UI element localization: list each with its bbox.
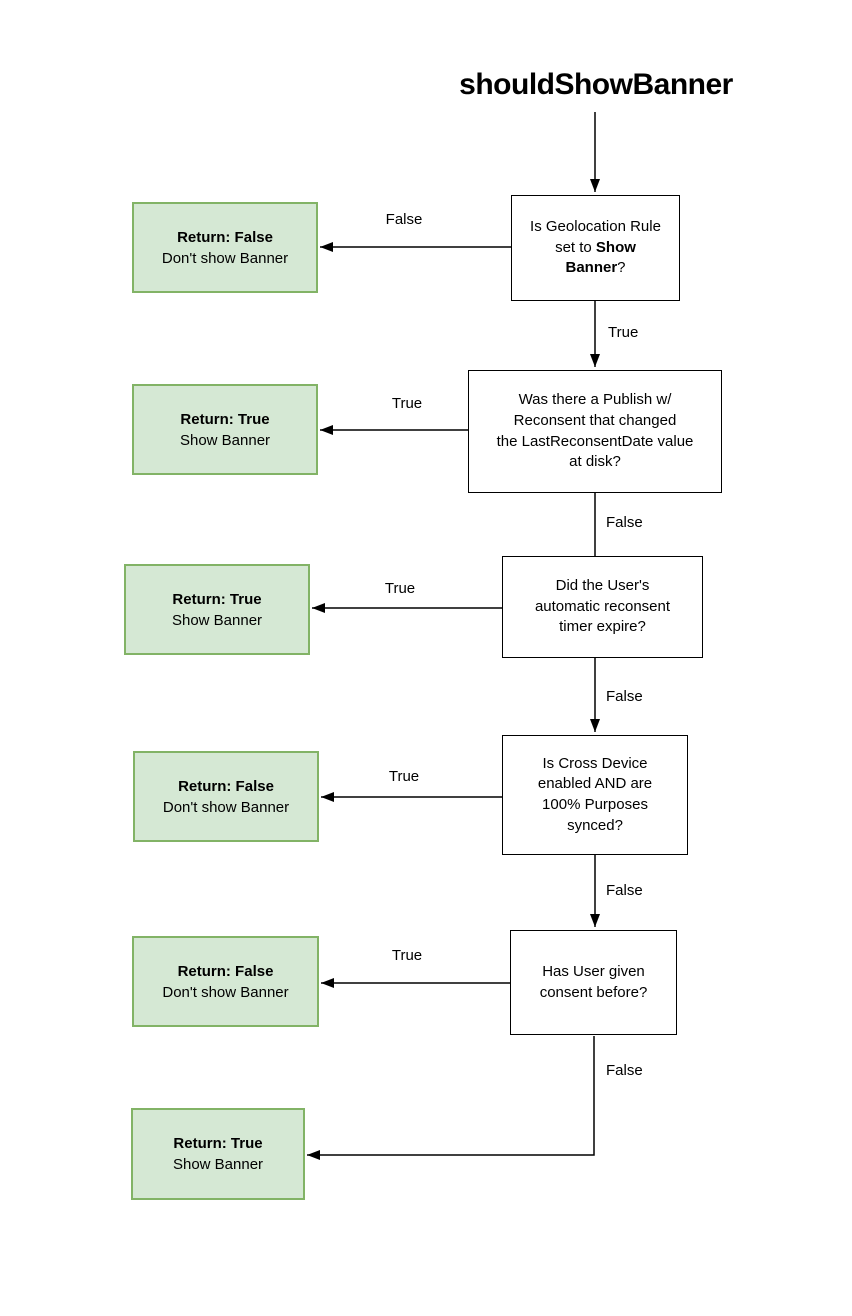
edge-label-d5-false: False (606, 1062, 643, 1079)
result-title: Return: False (178, 777, 274, 795)
edge-label-d2-true: True (391, 395, 423, 412)
result-title: Return: True (180, 410, 270, 428)
result-node-return-true-2: Return: True Show Banner (124, 564, 310, 655)
result-subtitle: Don't show Banner (162, 798, 290, 816)
edge-label-d4-false: False (606, 882, 643, 899)
decision-text: Is Cross Device enabled AND are 100% Pur… (537, 754, 653, 834)
edge-label-d3-true: True (384, 580, 416, 597)
edge-label-d2-false: False (606, 514, 643, 531)
edge-d5-to-g6 (307, 1036, 595, 1160)
result-node-return-false-1: Return: False Don't show Banner (132, 202, 318, 293)
edge-label-d1-true: True (608, 324, 639, 341)
decision-node-geolocation-rule: Is Geolocation Rule set to Show Banner? (511, 195, 680, 301)
decision-node-cross-device: Is Cross Device enabled AND are 100% Pur… (502, 735, 688, 855)
result-node-return-false-2: Return: False Don't show Banner (133, 751, 319, 842)
decision-text: Did the User's automatic reconsent timer… (534, 576, 671, 636)
result-subtitle: Show Banner (172, 1156, 264, 1173)
result-title: Return: True (173, 1135, 263, 1152)
result-title: Return: False (177, 962, 274, 980)
result-node-return-true-3: Return: True Show Banner (131, 1108, 305, 1200)
decision-text-bold: Show Banner (565, 238, 636, 277)
result-title: Return: False (177, 228, 273, 246)
edge-label-d5-true: True (391, 947, 423, 964)
page-title: shouldShowBanner (459, 68, 733, 101)
edge-label-d3-false: False (606, 688, 643, 705)
result-node-return-false-3: Return: False Don't show Banner (132, 936, 319, 1027)
decision-text: Has User given consent before? (539, 962, 648, 1001)
result-node-return-true-1: Return: True Show Banner (132, 384, 318, 475)
decision-node-publish-reconsent: Was there a Publish w/ Reconsent that ch… (468, 370, 722, 493)
decision-text: Is Geolocation Rule set to Show Banner? (530, 217, 661, 277)
result-subtitle: Show Banner (171, 611, 263, 629)
result-title: Return: True (172, 590, 262, 608)
result-subtitle: Don't show Banner (161, 249, 289, 267)
result-subtitle: Don't show Banner (162, 983, 289, 1001)
result-subtitle: Show Banner (179, 431, 271, 449)
decision-node-reconsent-timer: Did the User's automatic reconsent timer… (502, 556, 703, 658)
decision-text: Was there a Publish w/ Reconsent that ch… (496, 391, 694, 471)
edge-label-d4-true: True (388, 768, 420, 785)
edge-label-d1-false: False (385, 211, 423, 228)
decision-node-consent-before: Has User given consent before? (510, 930, 677, 1035)
